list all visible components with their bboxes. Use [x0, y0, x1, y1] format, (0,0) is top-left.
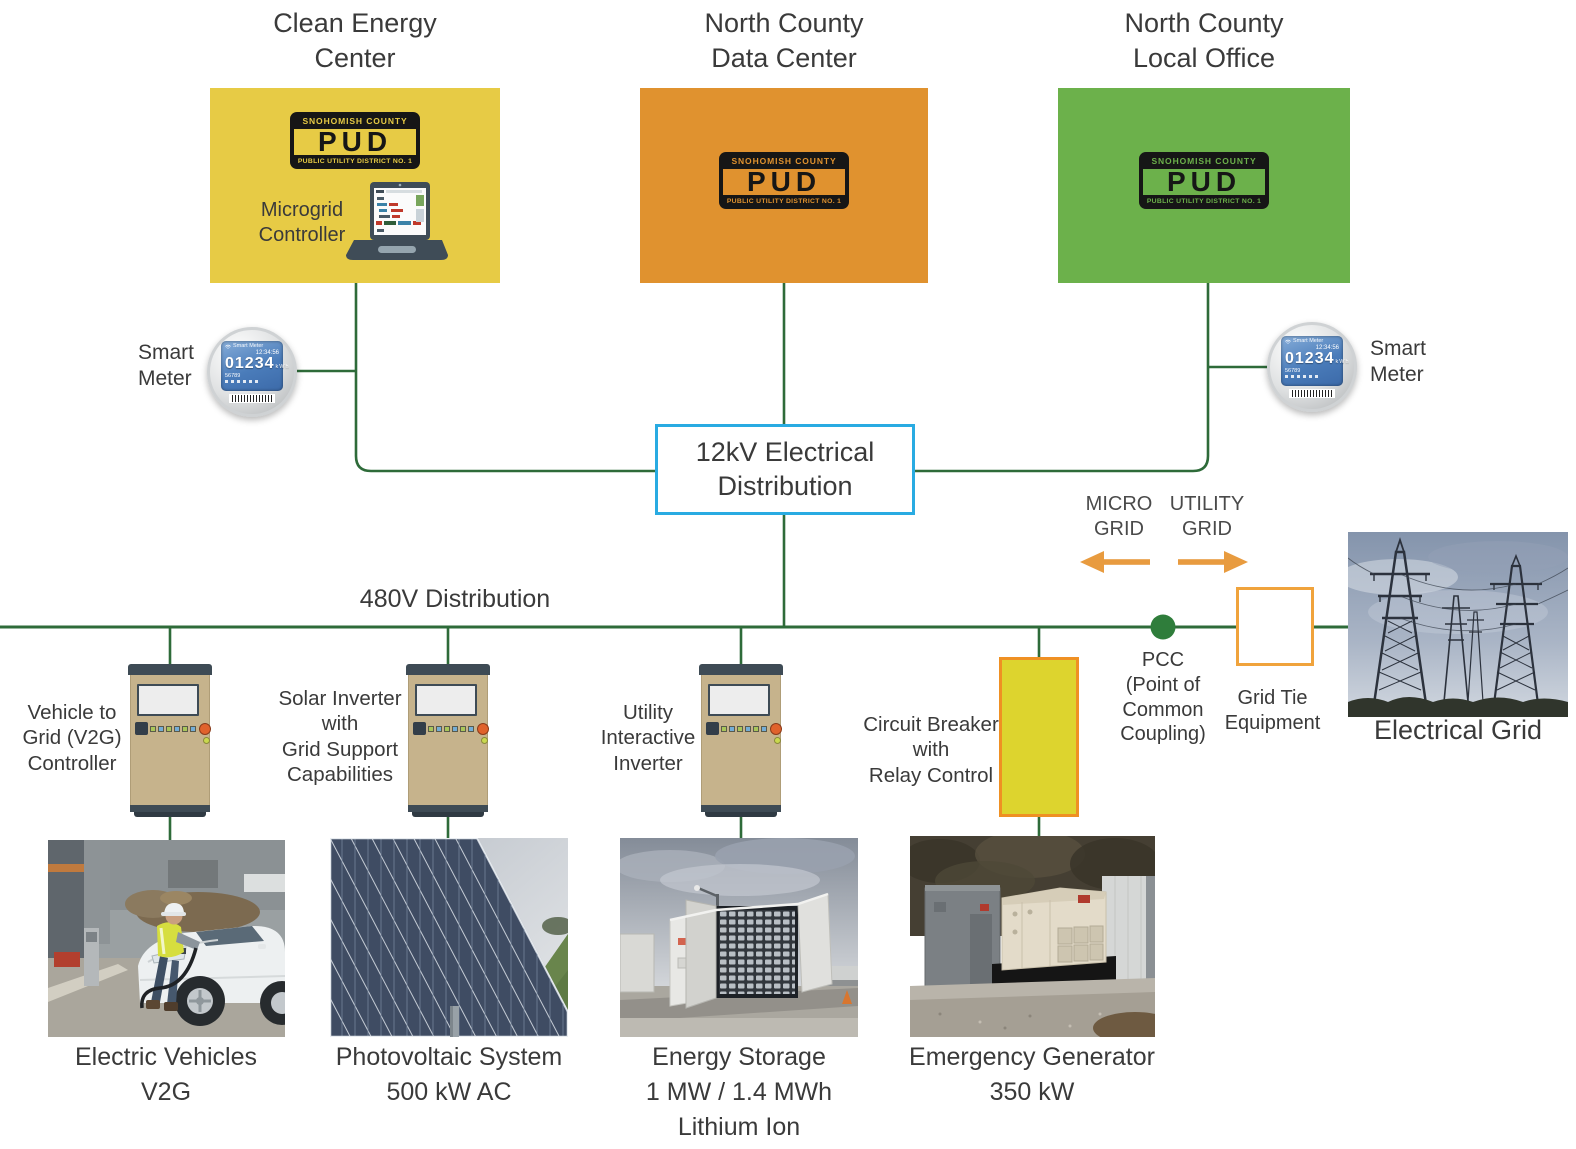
photo-emergency-generator	[910, 836, 1155, 1037]
line-local-office-to-12kv	[915, 283, 1210, 473]
pud-logo-top-text: SNOHOMISH COUNTY	[1151, 156, 1257, 166]
pud-logo-top-text: SNOHOMISH COUNTY	[302, 116, 408, 126]
circuit-breaker-box	[999, 657, 1079, 817]
meter-unit: kWh	[275, 364, 290, 371]
pcc-dot	[1150, 614, 1176, 640]
electrical-grid-photo	[1348, 532, 1568, 717]
pud-logo-mid-text: PUD	[719, 168, 849, 196]
meter-barcode	[229, 394, 275, 403]
cabinet-controls	[413, 722, 489, 744]
pud-logo-bottom-text: PUBLIC UTILITY DISTRICT NO. 1	[726, 198, 842, 205]
meter-reading: 01234	[1285, 350, 1335, 368]
pud-logo-local-office: SNOHOMISH COUNTY PUD PUBLIC UTILITY DIST…	[1139, 152, 1269, 209]
cabinet-controls	[135, 722, 211, 744]
meter-barcode	[1289, 389, 1335, 398]
meter-time: 12:34:56	[255, 349, 279, 356]
photo-electric-vehicles	[48, 840, 285, 1037]
pud-logo-clean-energy: SNOHOMISH COUNTY PUD PUBLIC UTILITY DIST…	[290, 112, 420, 169]
utility-grid-arrow-icon	[1178, 551, 1248, 573]
distribution-480v-label: 480V Distribution	[359, 585, 551, 613]
inverter-cabinet-solar	[406, 664, 490, 817]
inverter-cabinet-utility	[699, 664, 783, 817]
meter-status-icons	[1285, 375, 1319, 379]
wifi-icon	[1285, 340, 1291, 345]
cabinet-screen	[415, 684, 477, 716]
meter-unit: kWh	[1335, 359, 1350, 366]
grid-tie-box	[1236, 587, 1314, 666]
meter-reading: 01234	[225, 355, 275, 373]
meter-time: 12:34:56	[1315, 344, 1339, 351]
cabinet-screen	[137, 684, 199, 716]
pud-logo-top-text: SNOHOMISH COUNTY	[731, 156, 837, 166]
inverter-cabinet-v2g	[128, 664, 212, 817]
laptop-icon	[346, 182, 448, 269]
electrical-grid-caption: Electrical Grid	[1373, 715, 1543, 745]
wifi-icon	[225, 345, 231, 350]
pud-logo-bottom-text: PUBLIC UTILITY DISTRICT NO. 1	[297, 158, 413, 165]
meter-brand-text: Smart Meter	[1293, 338, 1324, 344]
line-clean-energy-to-12kv	[354, 283, 655, 473]
meter-serial: 56789	[1285, 367, 1301, 374]
distribution-12kv-box: 12kV Electrical Distribution	[655, 424, 915, 515]
pud-logo-mid-text: PUD	[1139, 168, 1269, 196]
cabinet-screen	[708, 684, 770, 716]
meter-brand-text: Smart Meter	[233, 343, 264, 349]
pud-logo-data-center: SNOHOMISH COUNTY PUD PUBLIC UTILITY DIST…	[719, 152, 849, 209]
micro-grid-arrow-icon	[1080, 551, 1150, 573]
pud-logo-bottom-text: PUBLIC UTILITY DISTRICT NO. 1	[1146, 198, 1262, 205]
pud-logo-mid-text: PUD	[290, 128, 420, 156]
meter-serial: 56789	[225, 372, 241, 379]
meter-status-icons	[225, 380, 259, 384]
cabinet-controls	[706, 722, 782, 744]
photo-photovoltaic-system	[330, 838, 568, 1037]
photo-energy-storage	[620, 838, 858, 1037]
